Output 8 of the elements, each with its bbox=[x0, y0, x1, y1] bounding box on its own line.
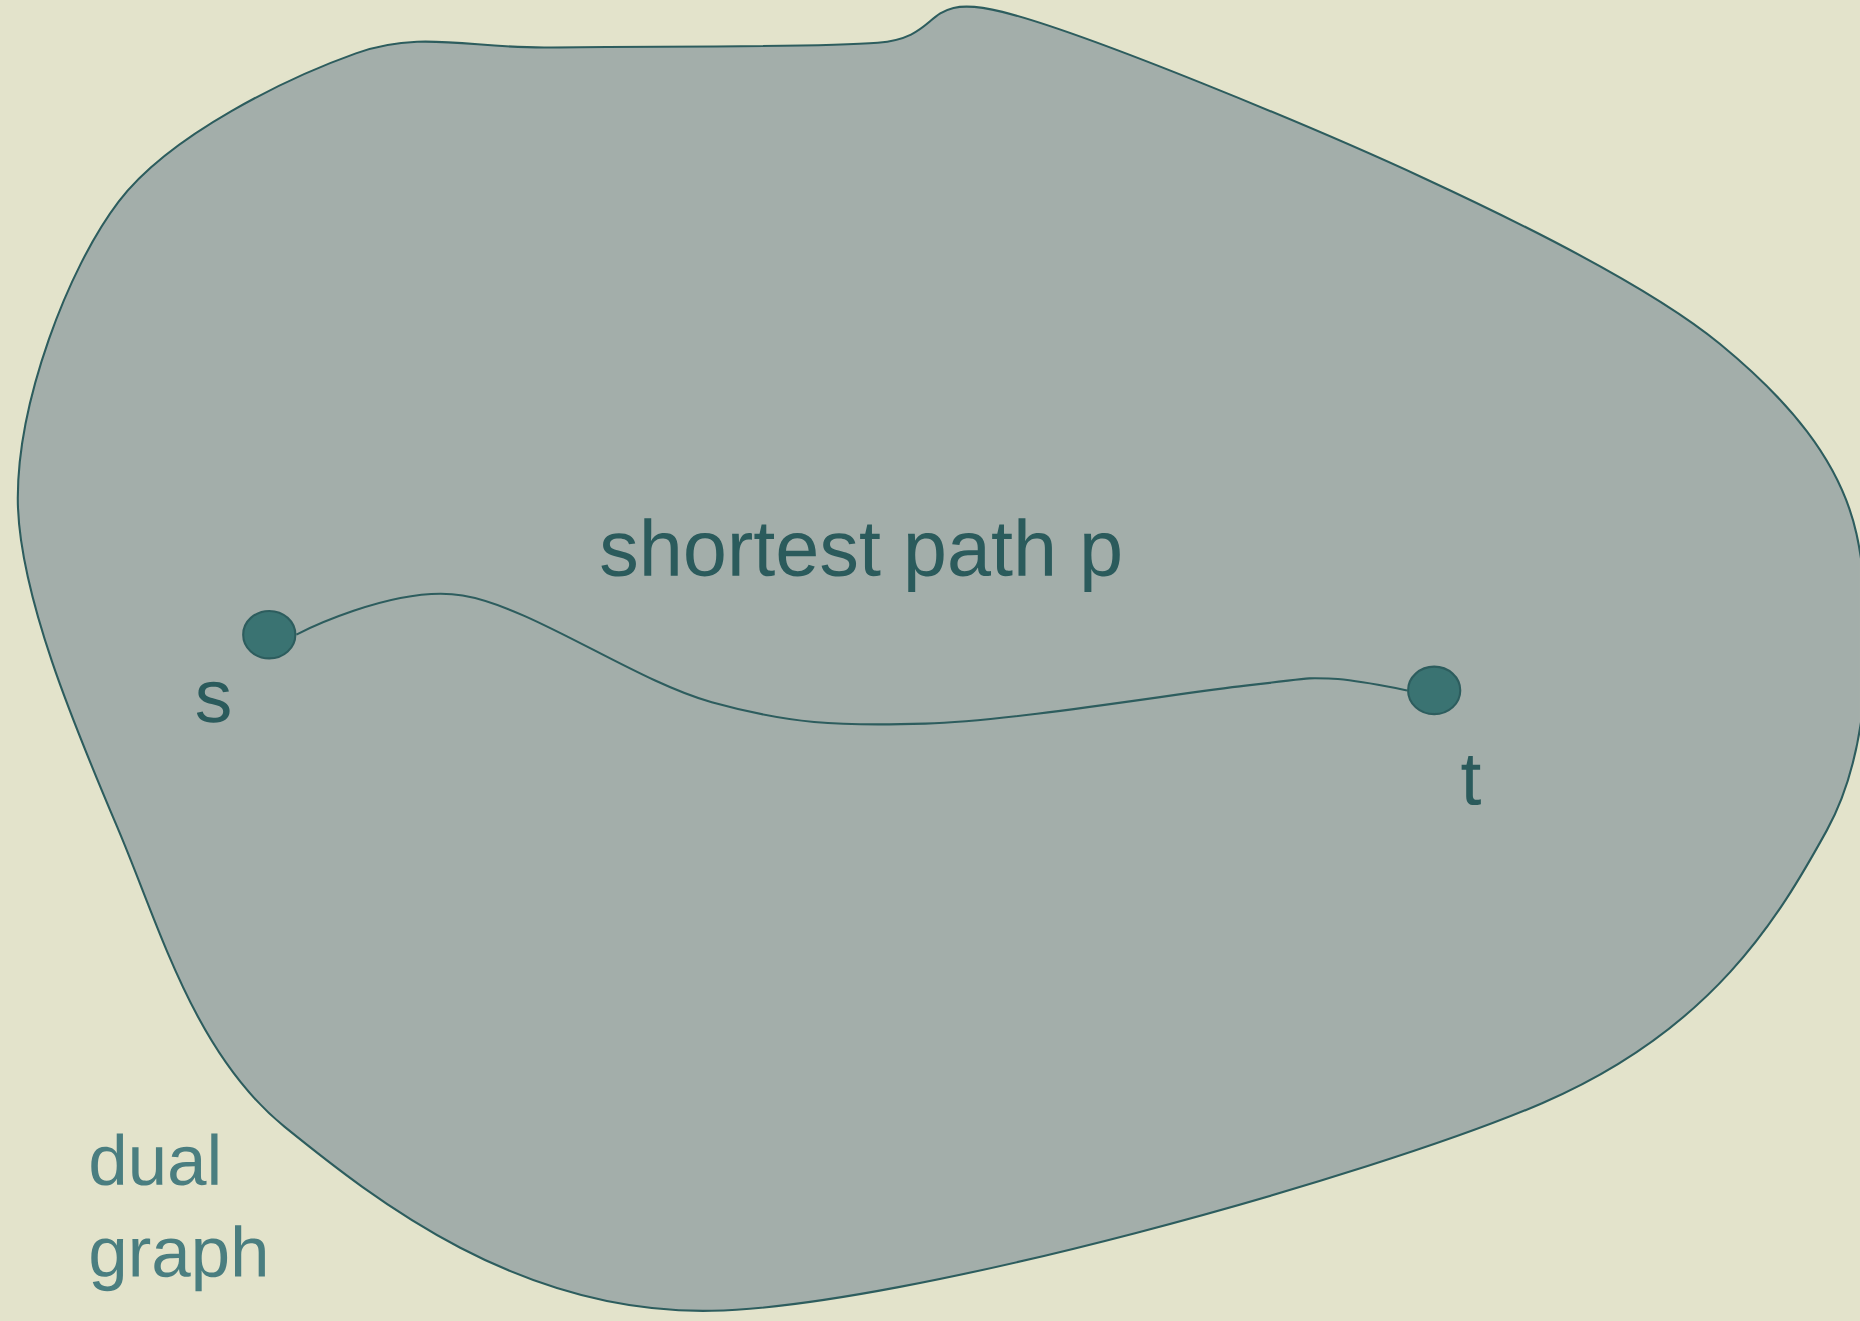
path-label: shortest path p bbox=[601, 518, 1120, 592]
vertex-label: s bbox=[196, 681, 230, 723]
vertex-dot bbox=[242, 609, 297, 660]
region-label: dual graph bbox=[91, 1133, 265, 1291]
vertex-label: t bbox=[1461, 755, 1481, 805]
vertex-dot bbox=[1407, 665, 1462, 715]
region-blob bbox=[16, 5, 1860, 1312]
path-line bbox=[295, 592, 1408, 726]
